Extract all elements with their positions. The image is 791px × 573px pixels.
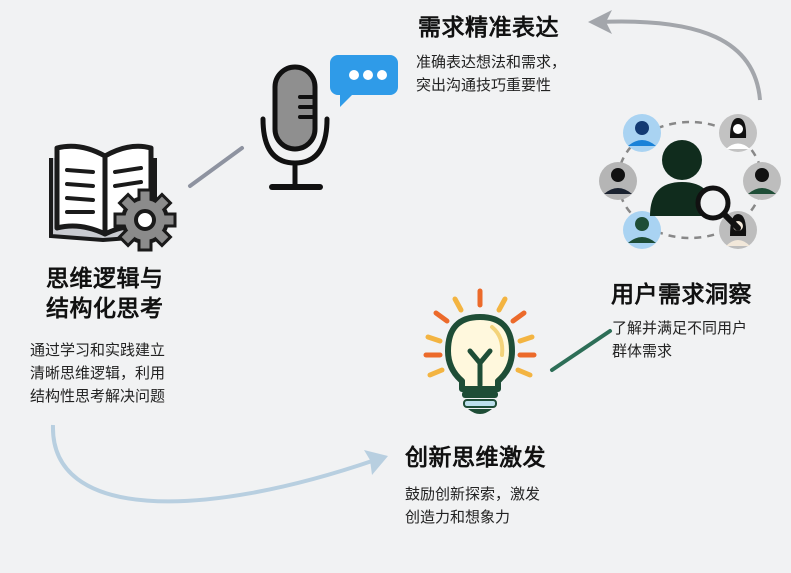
logic-desc-line-3: 结构性思考解决问题 <box>30 387 166 405</box>
expression-desc-line-2: 突出沟通技巧重要性 <box>416 76 552 94</box>
user-search-network-icon <box>599 114 781 249</box>
expression-desc-line-1: 准确表达想法和需求， <box>416 53 567 71</box>
logic-title-line-1: 思维逻辑与 <box>46 266 164 292</box>
innovation-desc-line-2: 创造力和想象力 <box>405 508 511 526</box>
innovation-description: 鼓励创新探索，激发 创造力和想象力 <box>405 483 540 529</box>
logic-description: 通过学习和实践建立 清晰思维逻辑，利用 结构性思考解决问题 <box>30 339 165 408</box>
microphone-chat-icon <box>260 55 398 190</box>
insight-description: 了解并满足不同用户 群体需求 <box>612 317 747 363</box>
avatar-blue <box>623 114 661 152</box>
expression-description: 准确表达想法和需求， 突出沟通技巧重要性 <box>416 51 566 97</box>
book-gear-icon <box>49 143 177 252</box>
logic-title: 思维逻辑与 结构化思考 <box>46 264 164 324</box>
insight-desc-line-2: 群体需求 <box>612 342 673 360</box>
insight-desc-line-1: 了解并满足不同用户 <box>612 319 748 337</box>
logic-desc-line-1: 通过学习和实践建立 <box>30 341 166 359</box>
insight-title: 用户需求洞察 <box>611 282 752 308</box>
expression-title: 需求精准表达 <box>418 15 559 41</box>
lightbulb-icon <box>423 288 537 414</box>
innovation-title: 创新思维激发 <box>405 445 546 471</box>
logic-title-line-2: 结构化思考 <box>46 296 164 322</box>
logic-desc-line-2: 清晰思维逻辑，利用 <box>30 364 166 382</box>
innovation-desc-line-1: 鼓励创新探索，激发 <box>405 485 541 503</box>
